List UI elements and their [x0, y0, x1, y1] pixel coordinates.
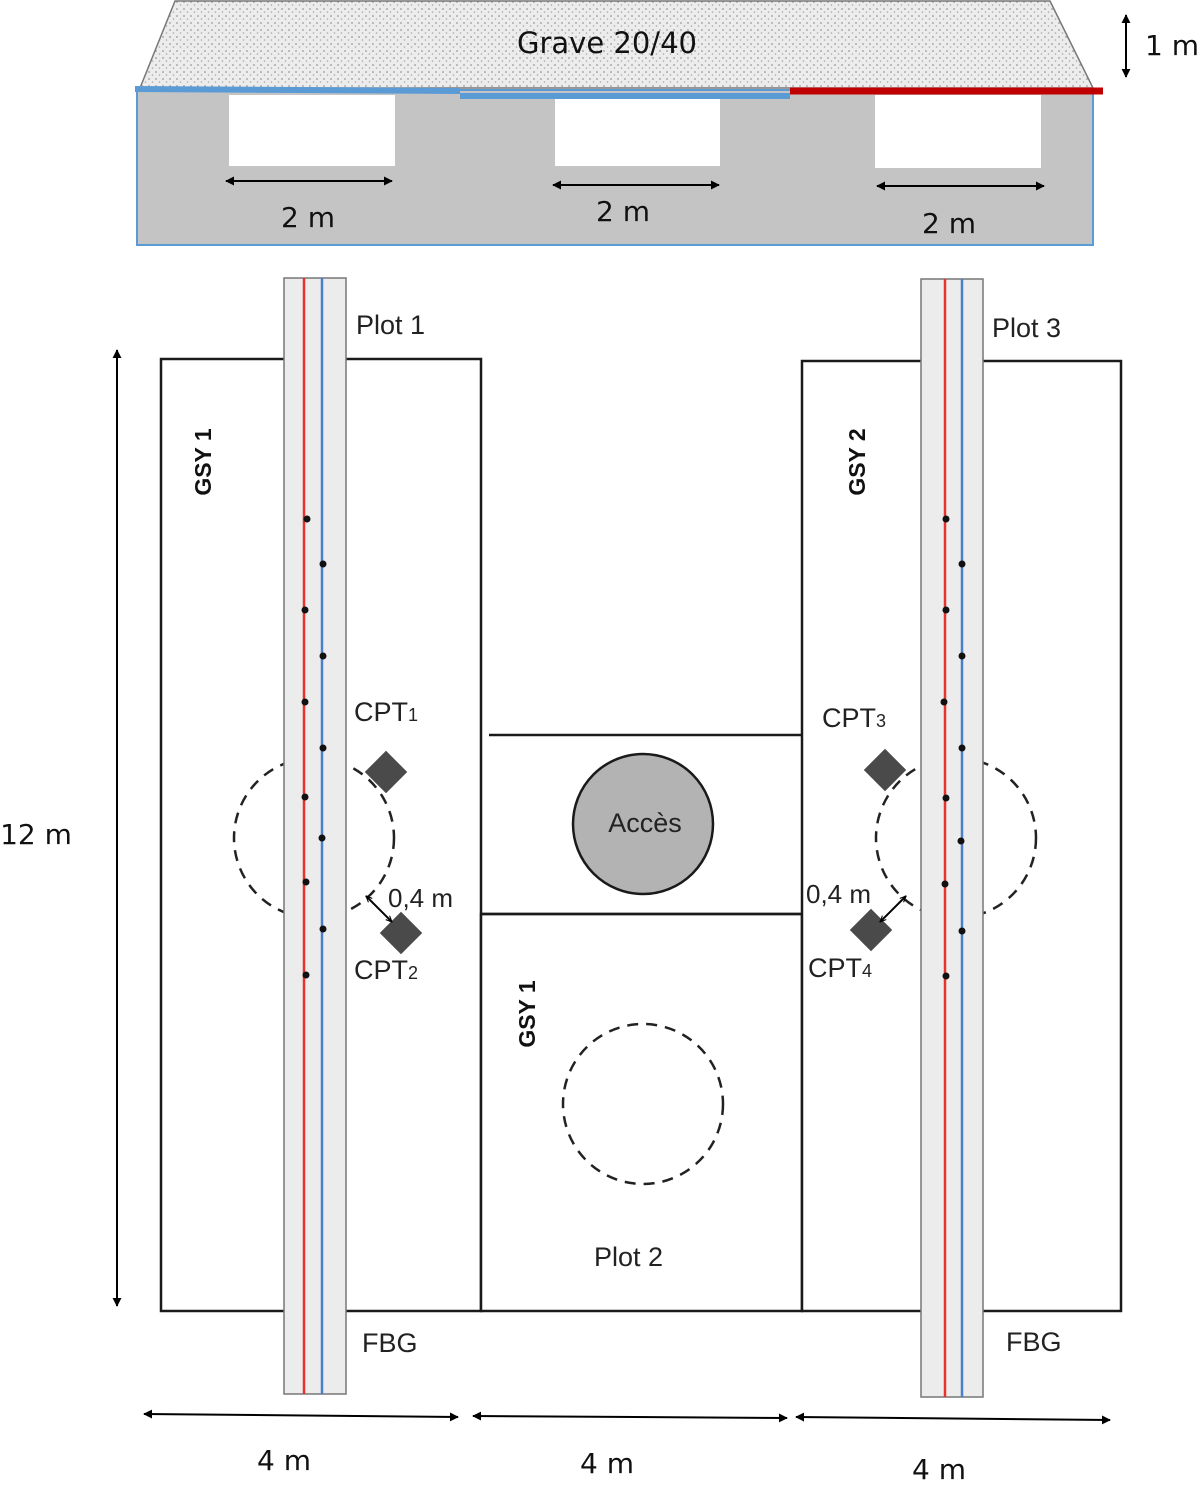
fbg-label-left: FBG: [362, 1328, 418, 1358]
fbg-strip-right: [920, 278, 984, 1398]
sensor-points-right: [940, 515, 966, 980]
width-arrow-2: [472, 1411, 788, 1423]
cross-section: Grave 20/40 1 m 2 m 2 m 2 m: [134, 0, 1199, 246]
load-zone-plot-2: [561, 1022, 725, 1186]
plot-2-area: [479, 912, 804, 1313]
offset-label-left: 0,4 m: [388, 883, 453, 913]
offset-label-right: 0,4 m: [806, 879, 871, 909]
fbg-strip-left: [283, 277, 347, 1395]
width-arrow-3: [795, 1412, 1111, 1425]
access-label: Accès: [608, 808, 682, 838]
trench-1: [229, 95, 395, 166]
gravel-layer: [138, 0, 1095, 89]
sensor-points-left: [301, 515, 327, 979]
height-label: 12 m: [0, 818, 72, 851]
gravel-label: Grave 20/40: [517, 26, 697, 60]
cpt-2-label: CPT2: [354, 955, 418, 985]
trench-1-width-label: 2 m: [281, 201, 335, 234]
cpt-4-label: CPT4: [808, 953, 872, 983]
gsy-label-left: GSY 1: [190, 428, 216, 496]
offset-arrow-right: [880, 896, 906, 922]
trench-3-width-label: 2 m: [922, 207, 976, 240]
load-zone-plot-3: [874, 756, 1038, 920]
load-zone-plot-1: [232, 756, 396, 920]
trench-3: [875, 95, 1041, 168]
plan-view: Accès: [0, 277, 1123, 1486]
plot-1-label: Plot 1: [356, 310, 425, 340]
plot-3-label: Plot 3: [992, 313, 1061, 343]
gsy-label-right: GSY 2: [844, 428, 870, 495]
cpt-3-label: CPT3: [822, 703, 886, 733]
geosynthetic-line-blue-1: [134, 86, 461, 94]
cpt-1-label: CPT1: [354, 697, 418, 727]
width-label-2: 4 m: [580, 1447, 634, 1480]
trench-2-width-label: 2 m: [596, 195, 650, 228]
thickness-label: 1 m: [1145, 29, 1199, 62]
width-label-3: 4 m: [912, 1453, 966, 1486]
width-label-1: 4 m: [257, 1444, 311, 1477]
gsy-label-middle: GSY 1: [514, 980, 540, 1048]
trench-2: [555, 97, 720, 166]
fbg-label-right: FBG: [1006, 1327, 1062, 1357]
plot-2-label: Plot 2: [594, 1242, 663, 1272]
access-hatch: [571, 752, 715, 896]
offset-arrow-left: [366, 896, 392, 922]
width-arrow-1: [143, 1409, 459, 1422]
